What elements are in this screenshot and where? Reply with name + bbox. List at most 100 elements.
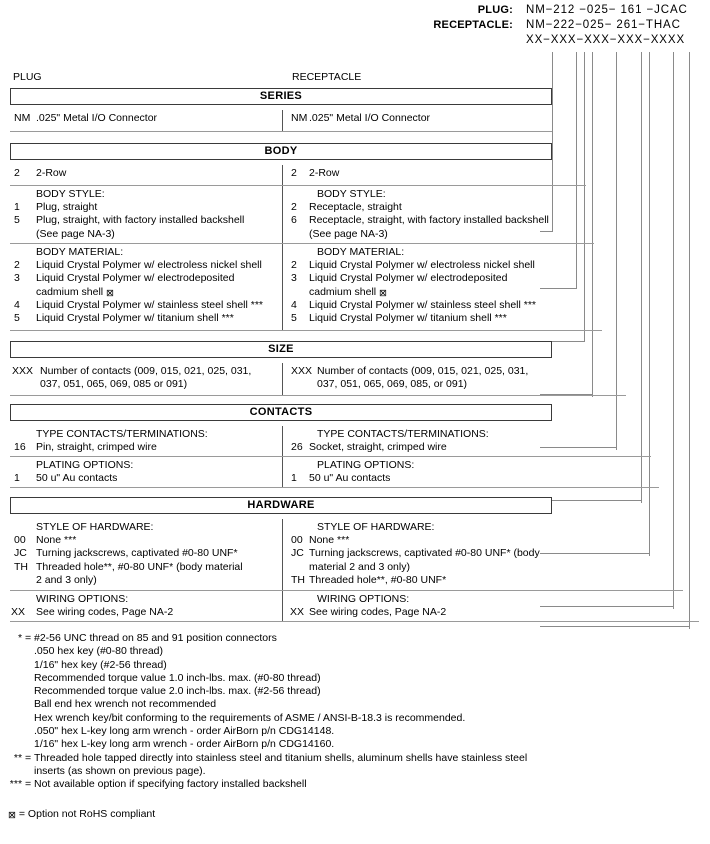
option-text: None ***: [36, 534, 77, 547]
option-code: 26: [291, 441, 303, 454]
leader-line-size: [616, 52, 617, 450]
option-text: 2-Row: [36, 167, 67, 179]
option-text: 037, 051, 065, 069, 085 or 091): [40, 378, 188, 391]
option-code: 1: [14, 201, 20, 214]
option-text: Number of contacts (009, 015, 021, 025, …: [40, 365, 252, 377]
option-text: 50 u" Au contacts: [309, 472, 391, 485]
option-code: 5: [14, 312, 20, 325]
option-code: TH: [14, 560, 28, 573]
option-code: 6: [291, 214, 297, 227]
option-heading: TYPE CONTACTS/TERMINATIONS:: [36, 428, 208, 440]
option-text: 037, 051, 065, 069, 085, or 091): [317, 378, 468, 391]
option-col-plug-wiring: WIRING OPTIONS: XX See wiring codes, Pag…: [10, 591, 282, 621]
option-code: 5: [14, 214, 20, 227]
option-code: [10, 378, 40, 391]
option-col-receptacle-series: NM .025" Metal I/O Connector: [282, 110, 552, 131]
option-heading: STYLE OF HARDWARE:: [36, 521, 154, 533]
option-text: Receptacle, straight, with factory insta…: [309, 214, 549, 227]
column-caption-receptacle: RECEPTACLE: [292, 71, 362, 83]
option-col-plug-hardware-style: STYLE OF HARDWARE: 00 None *** JC Turnin…: [10, 519, 282, 590]
section-header-series: SERIES: [10, 88, 552, 105]
option-col-plug-size: XXX Number of contacts (009, 015, 021, 0…: [10, 363, 282, 395]
option-line: 5 Liquid Crystal Polymer w/ titanium she…: [10, 312, 282, 325]
option-line: TH Threaded hole**, #0-80 UNF*: [283, 574, 683, 587]
option-code: 1: [291, 472, 297, 485]
option-line: XXX Number of contacts (009, 015, 021, 0…: [283, 365, 626, 378]
option-line: JC Turning jackscrews, captivated #0-80 …: [10, 547, 282, 560]
option-code: [10, 228, 36, 241]
option-code: 3: [291, 272, 297, 285]
option-heading: BODY STYLE:: [36, 188, 105, 200]
option-text: See wiring codes, Page NA-2: [36, 606, 174, 619]
rohs-box-x-icon: ⊠: [106, 287, 114, 299]
part-number-row-mask: XX−XXX−XXX−XXX−XXXX: [380, 34, 706, 49]
option-line: NM .025" Metal I/O Connector: [10, 112, 282, 125]
option-text: Liquid Crystal Polymer w/ titanium shell…: [36, 312, 234, 325]
option-line: cadmium shell ⊠: [283, 286, 602, 299]
option-line: 2 Receptacle, straight: [283, 201, 594, 214]
option-col-receptacle-body-style: BODY STYLE: 2 Receptacle, straight 6 Rec…: [282, 186, 594, 243]
option-text: Liquid Crystal Polymer w/ titanium shell…: [309, 312, 507, 325]
option-heading: STYLE OF HARDWARE:: [317, 521, 435, 533]
option-code: 16: [14, 441, 26, 454]
option-col-receptacle-plating: PLATING OPTIONS: 1 50 u" Au contacts: [282, 457, 659, 487]
option-code: 4: [14, 298, 20, 311]
bracket-body-row: [540, 168, 577, 289]
option-code: 5: [291, 312, 297, 325]
option-col-receptacle-row: 2 2-Row: [282, 165, 586, 185]
option-line: XX See wiring codes, Page NA-2: [283, 606, 699, 619]
rohs-box-x-icon: ⊠: [8, 810, 16, 821]
footnote-subline: Hex wrench key/bit conforming to the req…: [34, 711, 466, 724]
option-line: 5 Liquid Crystal Polymer w/ titanium she…: [283, 312, 602, 325]
option-code: [283, 228, 309, 241]
option-text: Liquid Crystal Polymer w/ stainless stee…: [309, 298, 537, 311]
option-col-plug-contacts-type: TYPE CONTACTS/TERMINATIONS: 16 Pin, stra…: [10, 426, 282, 456]
bracket-hardware-style: [540, 528, 674, 607]
option-text: Number of contacts (009, 015, 021, 025, …: [317, 365, 529, 377]
option-text-rohs: cadmium shell ⊠: [36, 285, 114, 299]
option-line: 6 Receptacle, straight, with factory ins…: [283, 214, 594, 227]
option-col-receptacle-size: XXX Number of contacts (009, 015, 021, 0…: [282, 363, 626, 395]
option-col-receptacle-contacts-type: TYPE CONTACTS/TERMINATIONS: 26 Socket, s…: [282, 426, 651, 456]
bracket-wiring: [540, 594, 690, 627]
footnote-double-star: ** = Threaded hole tapped directly into …: [8, 752, 698, 765]
option-code: 4: [291, 298, 297, 311]
option-code: XX: [11, 606, 26, 619]
option-code: 2: [291, 201, 297, 214]
option-text: Liquid Crystal Polymer w/ stainless stee…: [36, 298, 264, 311]
leader-line-hardware-style: [673, 52, 674, 609]
footnote-subline: inserts (as shown on previous page).: [34, 764, 206, 777]
option-line: (See page NA-3): [10, 228, 282, 241]
option-line: 26 Socket, straight, crimped wire: [283, 441, 651, 454]
option-heading: BODY MATERIAL:: [317, 246, 405, 258]
option-line: 5 Plug, straight, with factory installed…: [10, 214, 282, 227]
footnote-mark: *** =: [9, 778, 34, 791]
plug-label: PLUG:: [477, 4, 513, 16]
option-col-plug-row: 2 2-Row: [10, 165, 282, 185]
option-line: 1 50 u" Au contacts: [10, 472, 282, 485]
section-header-body: BODY: [10, 143, 552, 160]
option-line: cadmium shell ⊠: [10, 286, 282, 299]
option-code: 2: [14, 259, 20, 272]
option-line: 2 Liquid Crystal Polymer w/ electroless …: [10, 259, 282, 272]
option-line: 2 and 3 only): [10, 574, 282, 587]
option-text: 50 u" Au contacts: [36, 472, 118, 485]
option-row-contacts-plating: PLATING OPTIONS: 1 50 u" Au contacts PLA…: [10, 457, 659, 488]
option-line: 3 Liquid Crystal Polymer w/ electrodepos…: [283, 272, 602, 285]
footnote-text: Threaded hole tapped directly into stain…: [34, 751, 528, 764]
option-line: 00 None ***: [10, 534, 282, 547]
option-text: Liquid Crystal Polymer w/ electrodeposit…: [36, 272, 235, 285]
section-header-contacts: CONTACTS: [10, 404, 552, 421]
footnote-subline: Recommended torque value 1.0 inch-lbs. m…: [34, 671, 321, 684]
plug-part-number: NM−212 −025− 161 −JCAC: [526, 4, 688, 16]
part-number-block: PLUG: NM−212 −025− 161 −JCAC RECEPTACLE:…: [380, 4, 706, 49]
option-heading: BODY STYLE:: [317, 188, 386, 200]
footnote-subline: Ball end hex wrench not recommended: [34, 698, 217, 711]
leader-line-body-material: [592, 52, 593, 397]
option-row-size: XXX Number of contacts (009, 015, 021, 0…: [10, 363, 626, 396]
option-line: XX See wiring codes, Page NA-2: [10, 606, 282, 619]
receptacle-part-number: NM−222−025− 261−THAC: [526, 19, 681, 31]
option-text: See wiring codes, Page NA-2: [309, 606, 447, 619]
section-header-hardware: HARDWARE: [10, 497, 552, 514]
option-heading: WIRING OPTIONS:: [36, 593, 129, 605]
